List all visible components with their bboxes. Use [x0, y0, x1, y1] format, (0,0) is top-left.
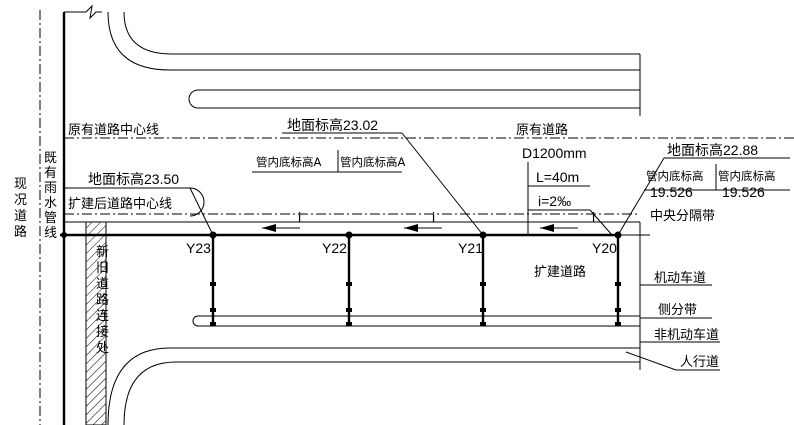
expanded-centerline-label: 扩建后道路中心线	[68, 196, 172, 212]
leader-lines	[86, 132, 790, 371]
flow-i-2: i	[432, 209, 435, 225]
existing-road-label: 现况道路	[14, 177, 27, 240]
laterals	[210, 235, 621, 326]
flow-i-1: i	[298, 209, 301, 225]
expanded-road-label: 扩建道路	[534, 264, 586, 280]
invert-b2-value: 19.526	[722, 184, 765, 200]
original-road-curb-outer2	[123, 11, 640, 55]
side-divider-lower	[192, 315, 640, 327]
ground-elev-y23: 地面标高23.50	[88, 171, 179, 187]
connection-hatch	[85, 221, 107, 425]
sidewalk-label: 人行道	[680, 355, 719, 370]
pipe-length: L=40m	[536, 169, 579, 185]
invert-b2: 管内底标高	[718, 169, 776, 183]
manhole-label-y23: Y23	[186, 240, 211, 256]
invert-a1: 管内底标高A	[256, 155, 321, 169]
manhole-label-y20: Y20	[592, 240, 617, 256]
lower-curb-2	[123, 361, 640, 425]
invert-a2: 管内底标高A	[340, 155, 405, 169]
flow-arrows	[262, 224, 578, 232]
flow-i-3: i	[592, 209, 595, 225]
manhole-label-y21: Y21	[458, 240, 483, 256]
invert-b1-value: 19.526	[650, 184, 693, 200]
connection-label: 新旧道路连接处	[96, 244, 109, 356]
ground-elev-y21: 地面标高23.02	[287, 117, 378, 133]
original-centerline-label: 原有道路中心线	[68, 122, 159, 138]
side-divider-label: 侧分带	[658, 303, 697, 318]
break-symbol	[64, 4, 102, 20]
lower-curb-1	[107, 347, 640, 425]
pipe-diameter: D1200mm	[522, 145, 587, 161]
median-curve	[64, 187, 205, 217]
existing-sewer-label: 既有雨水管线	[44, 151, 57, 241]
original-road-curb-outer	[107, 11, 640, 71]
ground-elev-y20: 地面标高22.88	[667, 142, 758, 158]
island-end	[188, 89, 199, 109]
existing-sewer-junction	[61, 232, 67, 238]
motor-lane-label: 机动车道	[654, 270, 706, 286]
original-road-label: 原有道路	[516, 122, 568, 138]
manhole-label-y22: Y22	[322, 240, 347, 256]
invert-b1: 管内底标高	[646, 169, 704, 183]
pipe-slope: i=2‰	[538, 193, 571, 209]
median-label: 中央分隔带	[650, 209, 715, 224]
nonmotor-lane-label: 非机动车道	[654, 327, 719, 343]
